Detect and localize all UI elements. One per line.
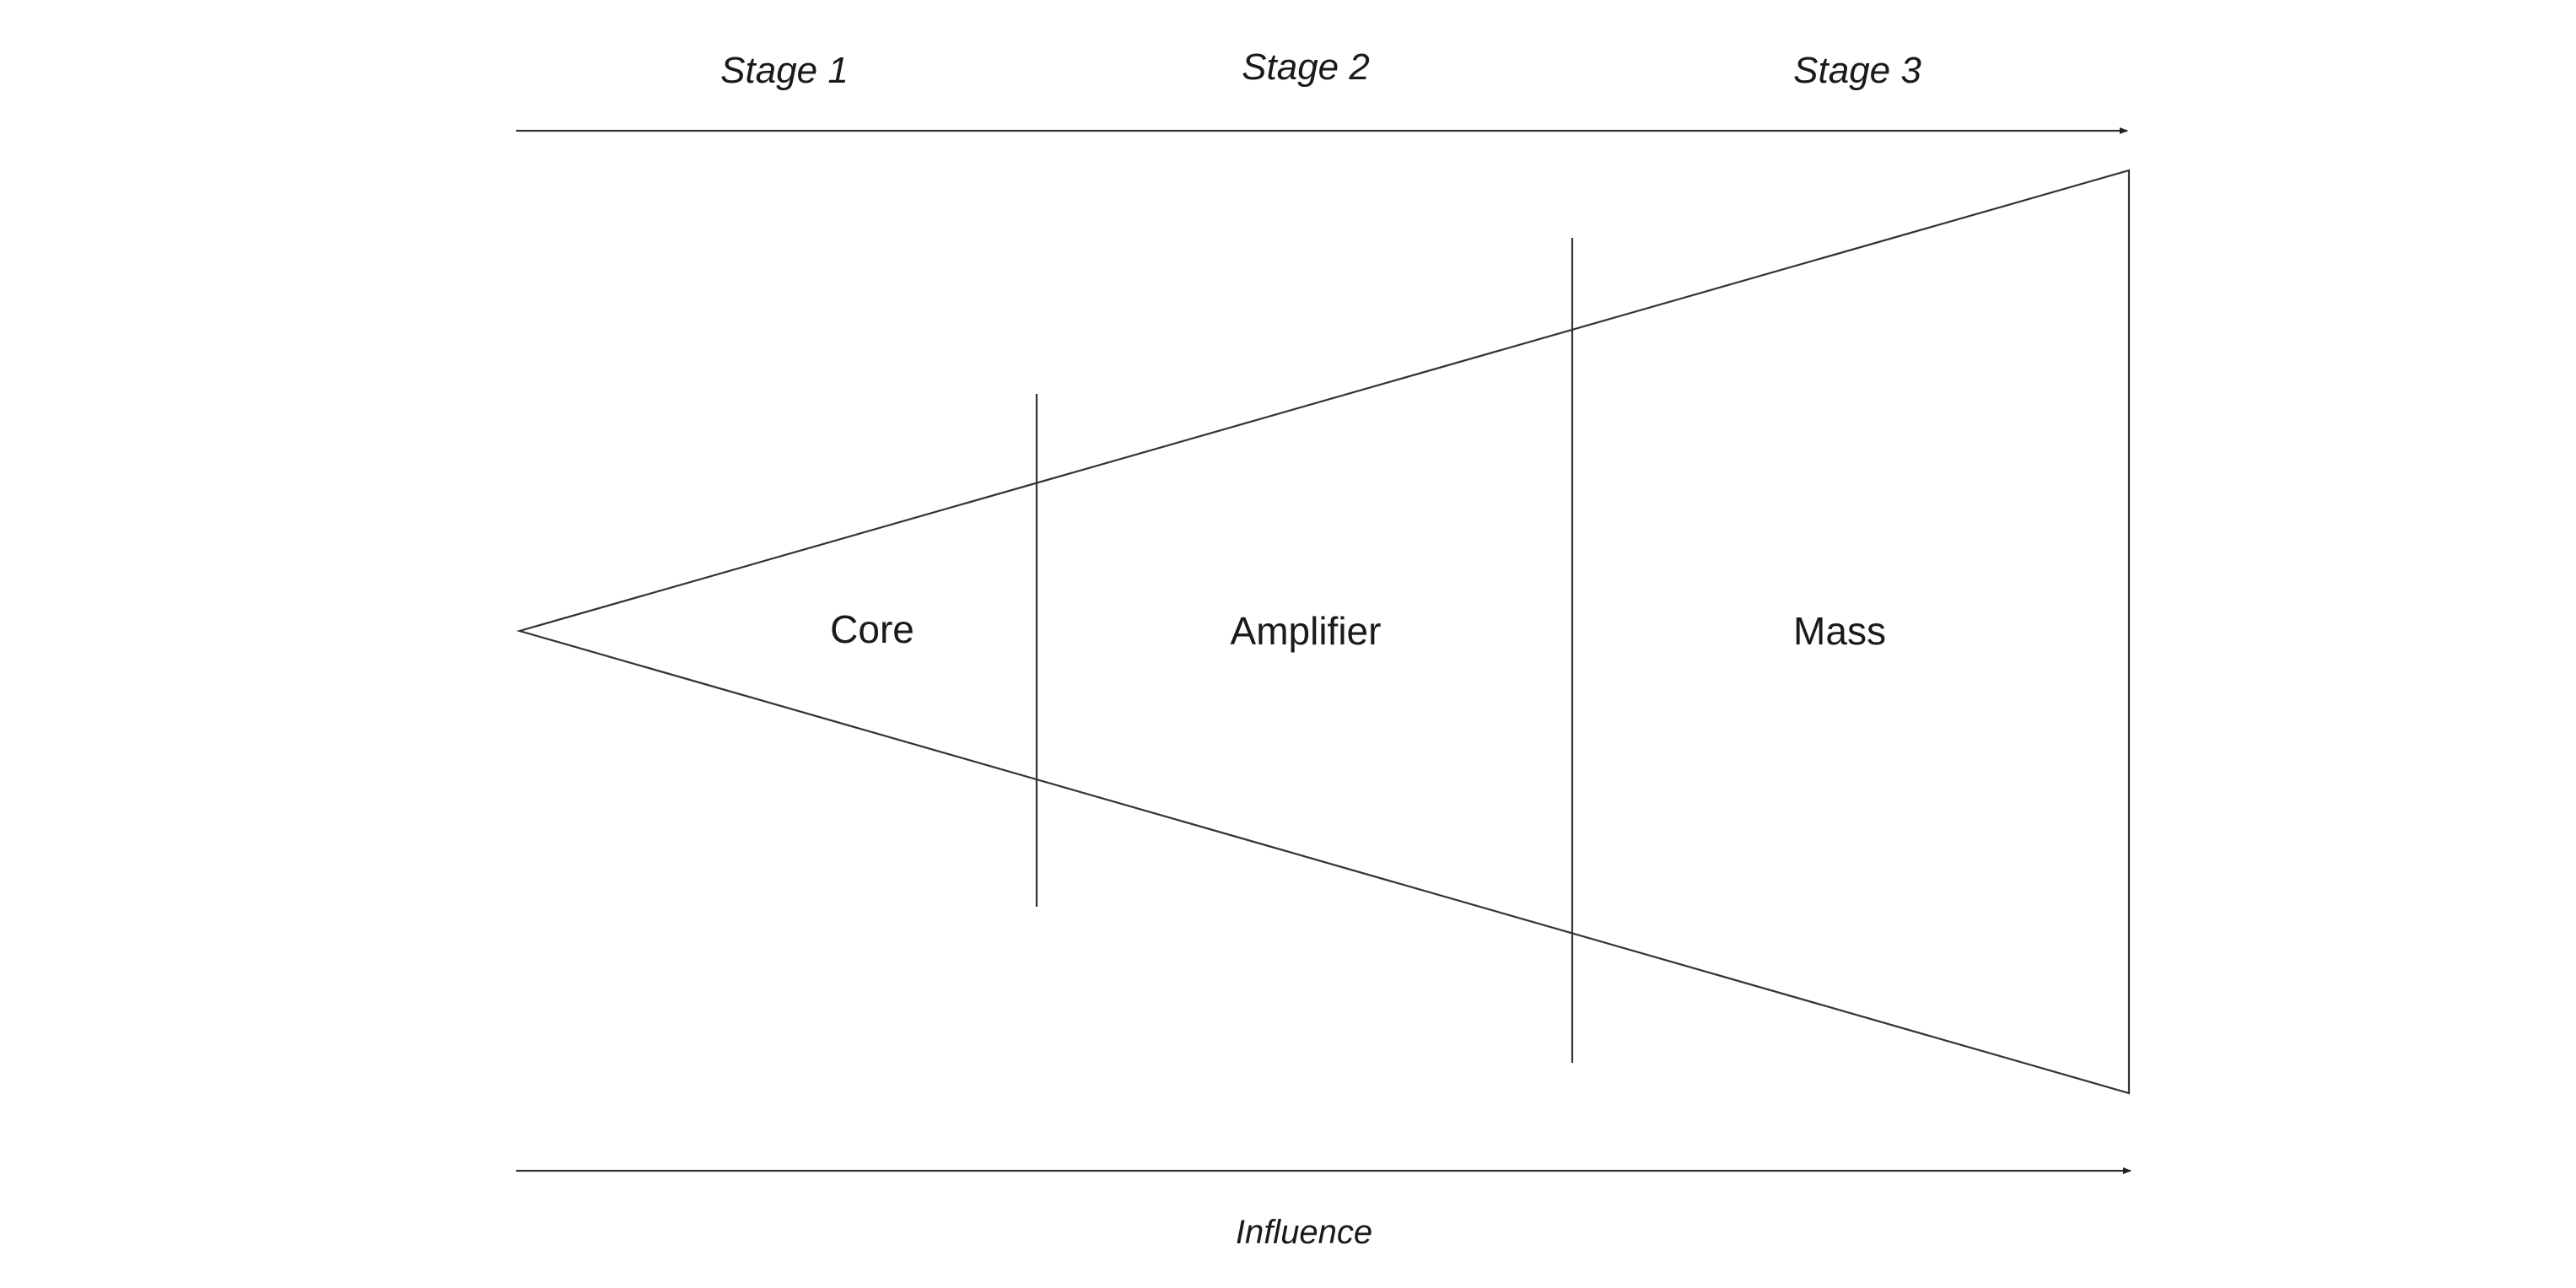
funnel-triangle bbox=[516, 169, 2131, 1095]
section-mass-label: Mass bbox=[1793, 609, 1886, 653]
stage-3-label: Stage 3 bbox=[1793, 50, 1921, 91]
section-core-label: Core bbox=[830, 607, 914, 651]
influence-axis-label: Influence bbox=[1236, 1214, 1372, 1251]
stage-1-label: Stage 1 bbox=[720, 50, 849, 91]
section-amplifier-label: Amplifier bbox=[1231, 609, 1382, 653]
stage-2-label: Stage 2 bbox=[1242, 46, 1370, 88]
